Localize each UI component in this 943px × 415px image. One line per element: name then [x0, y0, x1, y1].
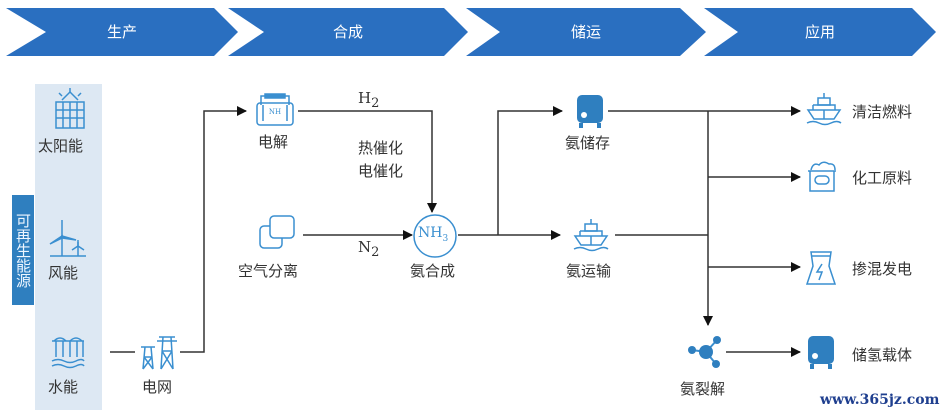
to-storage-arrow [497, 106, 563, 235]
synthesis-label: 氨合成 [410, 262, 456, 280]
renewable-label: 可再生能源 [12, 195, 34, 305]
wind-turbine-icon [49, 220, 86, 257]
storage-label: 氨储存 [565, 134, 611, 152]
electrolysis-label: 电解 [258, 133, 289, 151]
watermark: www.365jz.com [820, 392, 940, 408]
grid-label: 电网 [142, 378, 173, 396]
electrolysis-cell-icon: NH [256, 93, 294, 126]
storage-tank-icon [577, 95, 603, 128]
stage-application: 应用 [704, 8, 936, 56]
chevron-shape [228, 8, 468, 56]
chemical-plant-icon [808, 161, 836, 192]
stage-synthesis: 合成 [228, 8, 468, 56]
hydrogen-tank-icon [808, 336, 834, 369]
grid-to-electrolysis-arrow [180, 106, 247, 353]
stage-label: 生产 [106, 23, 137, 41]
svg-text:NH: NH [269, 108, 281, 116]
stage-label: 储运 [570, 23, 601, 41]
renewable-panel [35, 84, 102, 410]
n2-label: N2 [358, 238, 380, 260]
cracking-label: 氨裂解 [680, 380, 726, 398]
ship-fuel-icon [806, 93, 842, 126]
clean-fuel-label: 清洁燃料 [852, 103, 913, 121]
stage-label: 应用 [804, 23, 835, 41]
chevron-shape [466, 8, 706, 56]
wind-label: 风能 [48, 264, 79, 282]
nh3-formula: NH3 [418, 225, 449, 244]
molecule-icon [688, 336, 721, 368]
nh3-circle-icon [413, 214, 457, 258]
air-separation-label: 空气分离 [238, 262, 299, 280]
hydro-dam-icon [51, 337, 85, 369]
chevron-shape [6, 8, 238, 56]
power-tower-icon [141, 336, 177, 370]
stage-storage-transport: 储运 [466, 8, 706, 56]
power-plant-icon [805, 251, 837, 285]
solar-label: 太阳能 [38, 137, 84, 155]
chemical-feedstock-label: 化工原料 [852, 169, 913, 187]
co-firing-power-label: 掺混发电 [852, 260, 913, 278]
air-separation-icon [259, 215, 295, 249]
solar-panel-icon [55, 88, 85, 129]
ship-icon [573, 219, 609, 252]
thermal-catalysis-label: 热催化 [358, 139, 404, 157]
h2-label: H2 [358, 89, 380, 111]
stage-production: 生产 [6, 8, 238, 56]
hydrogen-carrier-label: 储氢载体 [852, 346, 913, 364]
hydro-label: 水能 [48, 378, 79, 396]
transport-label: 氨运输 [566, 262, 612, 280]
chevron-shape [704, 8, 936, 56]
stage-label: 合成 [332, 23, 363, 41]
h2-arrow [298, 110, 437, 213]
electro-catalysis-label: 电催化 [358, 162, 404, 180]
